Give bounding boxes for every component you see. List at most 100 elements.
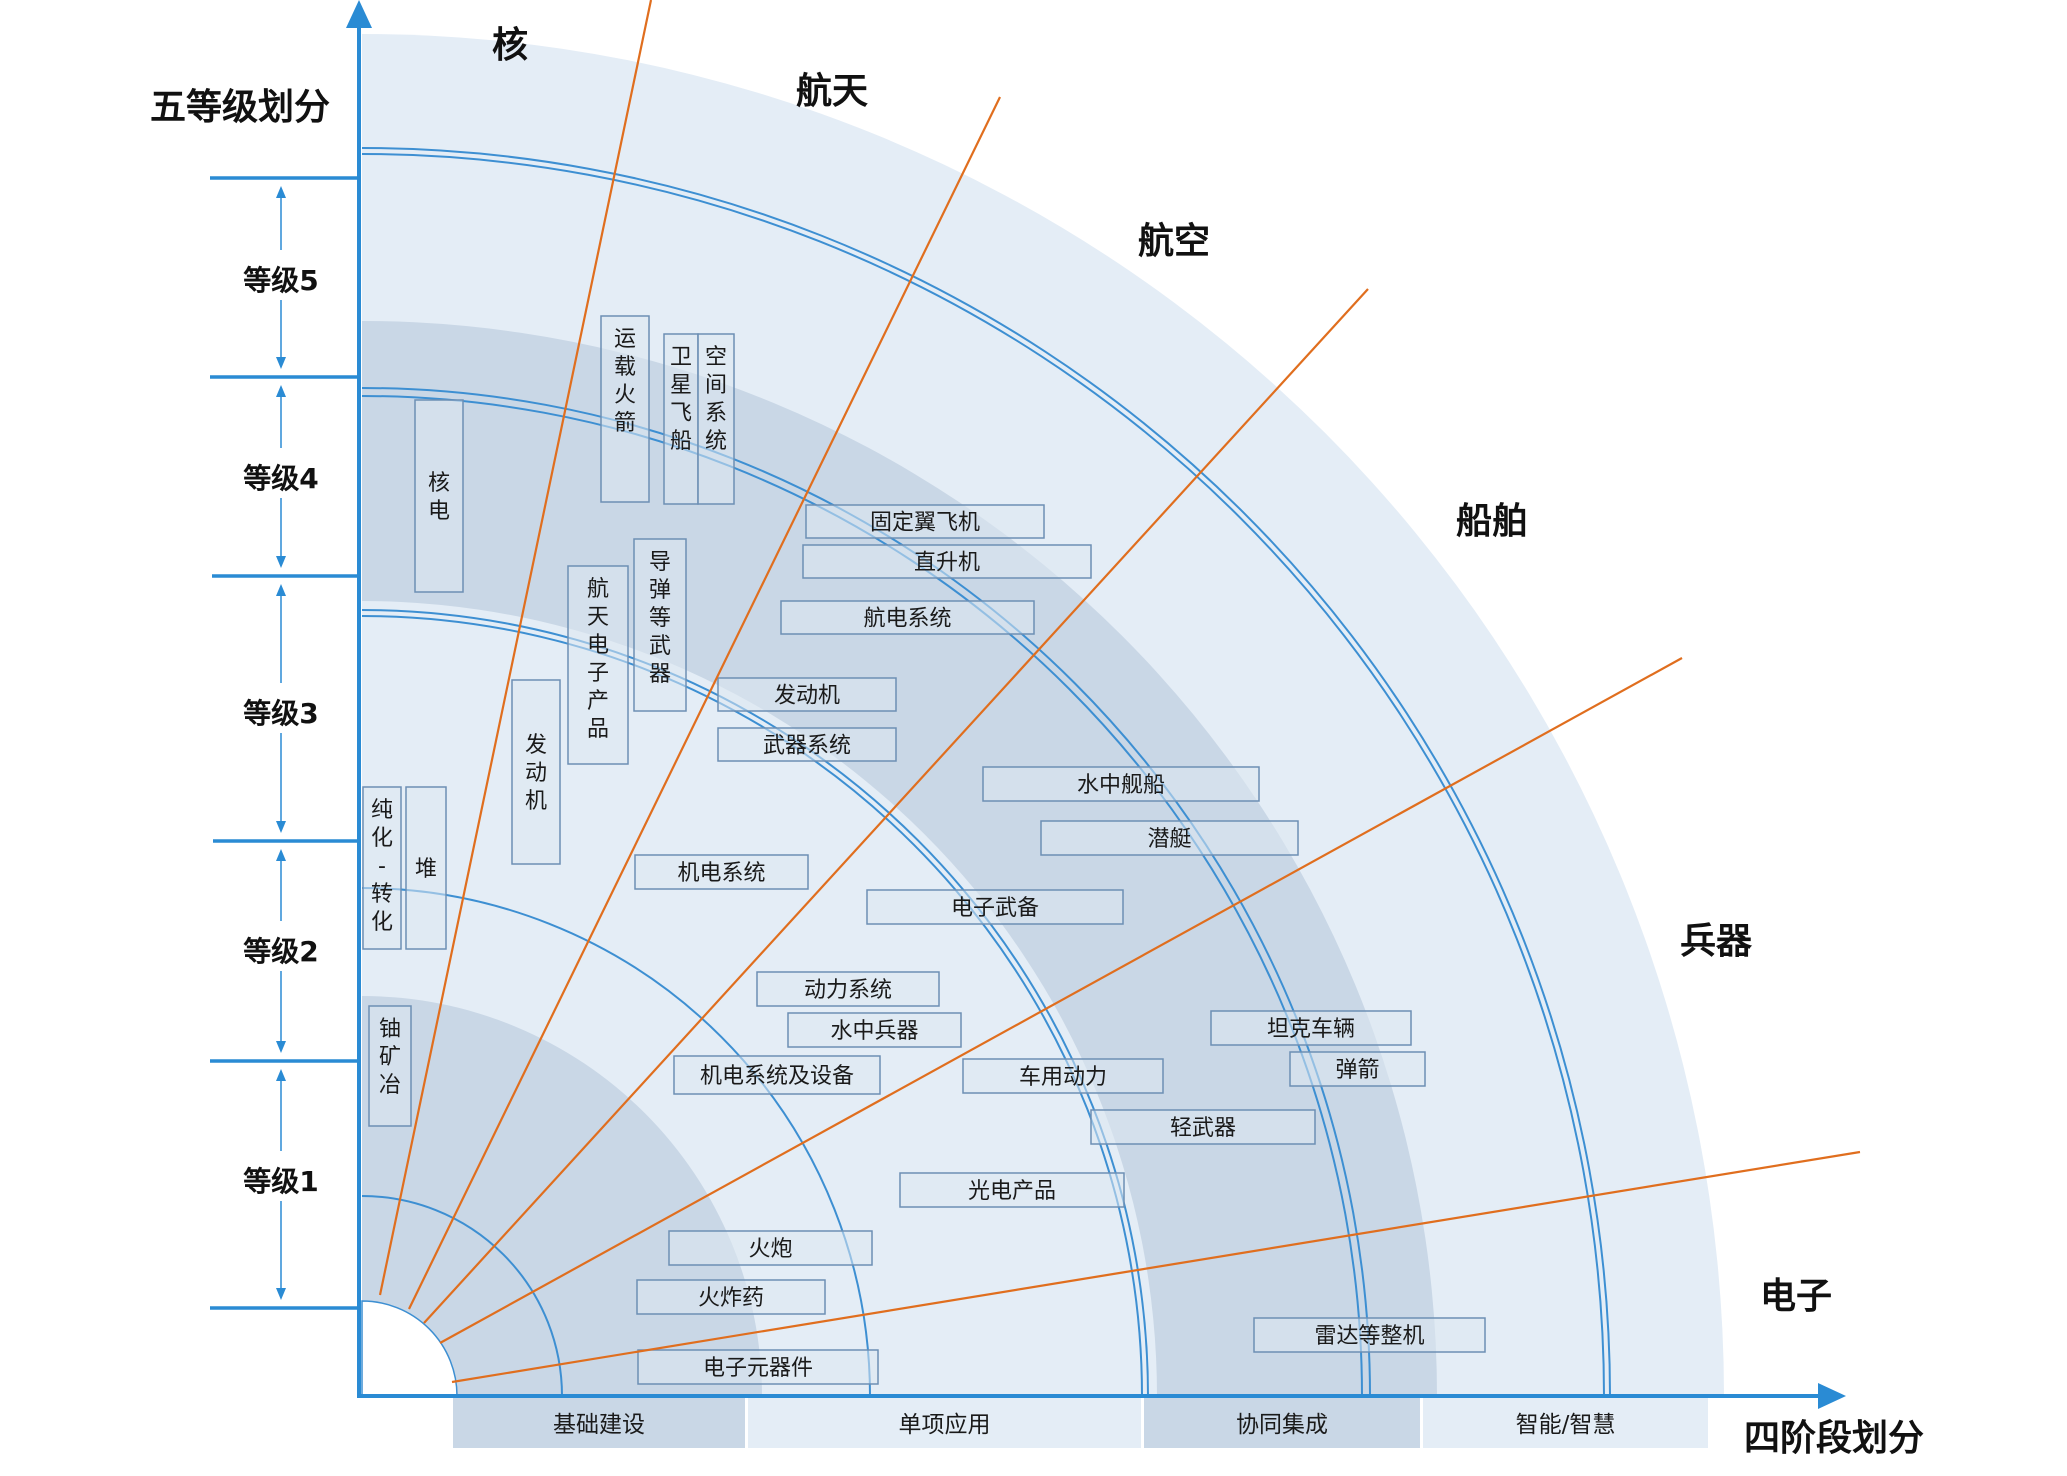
box-char: 统 <box>705 429 727 454</box>
domain-box-electromech-system: 机电系统 <box>634 854 809 890</box>
sector-label: 兵器 <box>1680 921 1753 962</box>
level-arc <box>361 887 871 1397</box>
box-char: 弹 <box>649 578 671 603</box>
sector-ray <box>378 0 653 1296</box>
box-label: 机电系统及设备 <box>700 1064 854 1089</box>
domain-box-optoelectronic: 光电产品 <box>899 1172 1125 1208</box>
box-label: 航电系统 <box>863 607 951 632</box>
domain-box-vehicle-power: 车用动力 <box>962 1058 1164 1094</box>
box-label: 直升机 <box>914 551 980 576</box>
box-char: 运 <box>614 327 636 352</box>
domain-box-avionics: 航电系统 <box>780 600 1035 635</box>
domain-box-nuclear-power: 核电 <box>414 399 464 593</box>
box-label: 雷达等整机 <box>1314 1324 1424 1349</box>
box-char: 间 <box>705 373 727 398</box>
box-char: 化 <box>371 826 393 851</box>
box-char: 电 <box>428 499 450 524</box>
stage-segment <box>748 1398 1141 1448</box>
box-char: 火 <box>614 383 636 408</box>
domain-box-underwater-ship: 水中舰船 <box>982 766 1260 802</box>
box-char: 铀 <box>379 1017 401 1042</box>
domain-box-tank: 坦克车辆 <box>1210 1010 1412 1046</box>
box-char: 转 <box>371 882 393 907</box>
box-label: 轻武器 <box>1170 1116 1236 1141</box>
sector-ray <box>408 96 1001 1310</box>
box-char: 空 <box>705 345 727 370</box>
domain-boxes: 铀矿冶纯化-转化堆核电运载火箭卫星飞船空间系统发动机航天电子产品导弹等武器固定翼… <box>362 315 1486 1385</box>
box-char: 矿 <box>379 1045 401 1070</box>
box-char: 卫 <box>670 345 692 370</box>
level-label: 等级3 <box>243 697 318 730</box>
domain-box-weapon-system: 武器系统 <box>717 727 897 762</box>
level-span-arrow <box>276 849 286 861</box>
stage-label: 基础建设 <box>553 1412 645 1438</box>
level-span-arrow <box>276 357 286 369</box>
domain-box-reactor: 堆 <box>405 786 447 950</box>
level-span-arrow <box>276 1069 286 1081</box>
stage-segment <box>453 1398 745 1448</box>
level-span-arrow <box>276 821 286 833</box>
domain-box-light-weapons: 轻武器 <box>1090 1109 1316 1145</box>
box-char: 品 <box>587 717 609 742</box>
box-label: 电子武备 <box>951 896 1039 921</box>
level-arc <box>361 615 1143 1397</box>
box-char: 星 <box>670 373 692 398</box>
box-char: 载 <box>614 355 636 380</box>
sector-label: 核 <box>492 25 528 66</box>
domain-box-submarine: 潜艇 <box>1040 820 1299 856</box>
level-span-arrow <box>276 556 286 568</box>
y-axis-title: 五等级划分 <box>150 87 330 128</box>
box-label: 电子元器件 <box>703 1356 813 1381</box>
box-label: 车用动力 <box>1019 1065 1107 1090</box>
domain-box-electronic-arms: 电子武备 <box>866 889 1124 925</box>
box-char: 航 <box>587 577 609 602</box>
stage-arc <box>361 153 1605 1397</box>
box-char: 导 <box>649 550 671 575</box>
domain-box-fixed-wing: 固定翼飞机 <box>805 504 1045 539</box>
box-label: 光电产品 <box>968 1179 1056 1204</box>
box-label: 固定翼飞机 <box>870 511 980 536</box>
stage-arc <box>361 609 1149 1397</box>
domain-box-artillery: 火炮 <box>668 1230 873 1266</box>
sector-label: 航天 <box>796 70 868 112</box>
box-char: 核 <box>428 471 450 496</box>
box-label: 水中兵器 <box>830 1019 918 1044</box>
level-arc <box>361 147 1611 1397</box>
box-label: 弹箭 <box>1335 1058 1379 1083</box>
sector-ray <box>451 1150 1861 1384</box>
box-label: 机电系统 <box>677 861 765 886</box>
domain-box-helicopter: 直升机 <box>802 544 1092 579</box>
domain-box-engine: 发动机 <box>717 677 897 712</box>
level-span-arrow <box>276 385 286 397</box>
domain-box-uranium-mining: 铀矿冶 <box>368 1005 412 1127</box>
sector-label: 船舶 <box>1456 501 1528 542</box>
stage-label: 智能/智慧 <box>1516 1412 1616 1438</box>
box-char: 天 <box>587 605 609 630</box>
box-label: 潜艇 <box>1147 827 1191 852</box>
box-char: 箭 <box>614 411 636 436</box>
level-label: 等级5 <box>243 264 318 297</box>
level-label: 等级2 <box>243 935 318 968</box>
box-char: 武 <box>649 634 671 659</box>
box-char: 产 <box>587 689 609 714</box>
box-char: 系 <box>705 401 727 426</box>
sector-rays <box>378 0 1861 1384</box>
level-label: 等级4 <box>243 462 318 495</box>
level-span-arrow <box>276 1288 286 1300</box>
box-label: 水中舰船 <box>1077 773 1165 798</box>
domain-box-engine-vertical: 发动机 <box>511 679 561 865</box>
sector-label: 航空 <box>1138 220 1210 262</box>
box-char: 子 <box>587 661 609 686</box>
sector-ray <box>423 288 1369 1324</box>
domain-box-components: 电子元器件 <box>637 1349 879 1385</box>
domain-box-electromech-equipment: 机电系统及设备 <box>673 1055 881 1095</box>
background-bands <box>0 34 2067 1476</box>
box-char: 发 <box>525 733 547 758</box>
stage-label: 单项应用 <box>899 1412 991 1438</box>
